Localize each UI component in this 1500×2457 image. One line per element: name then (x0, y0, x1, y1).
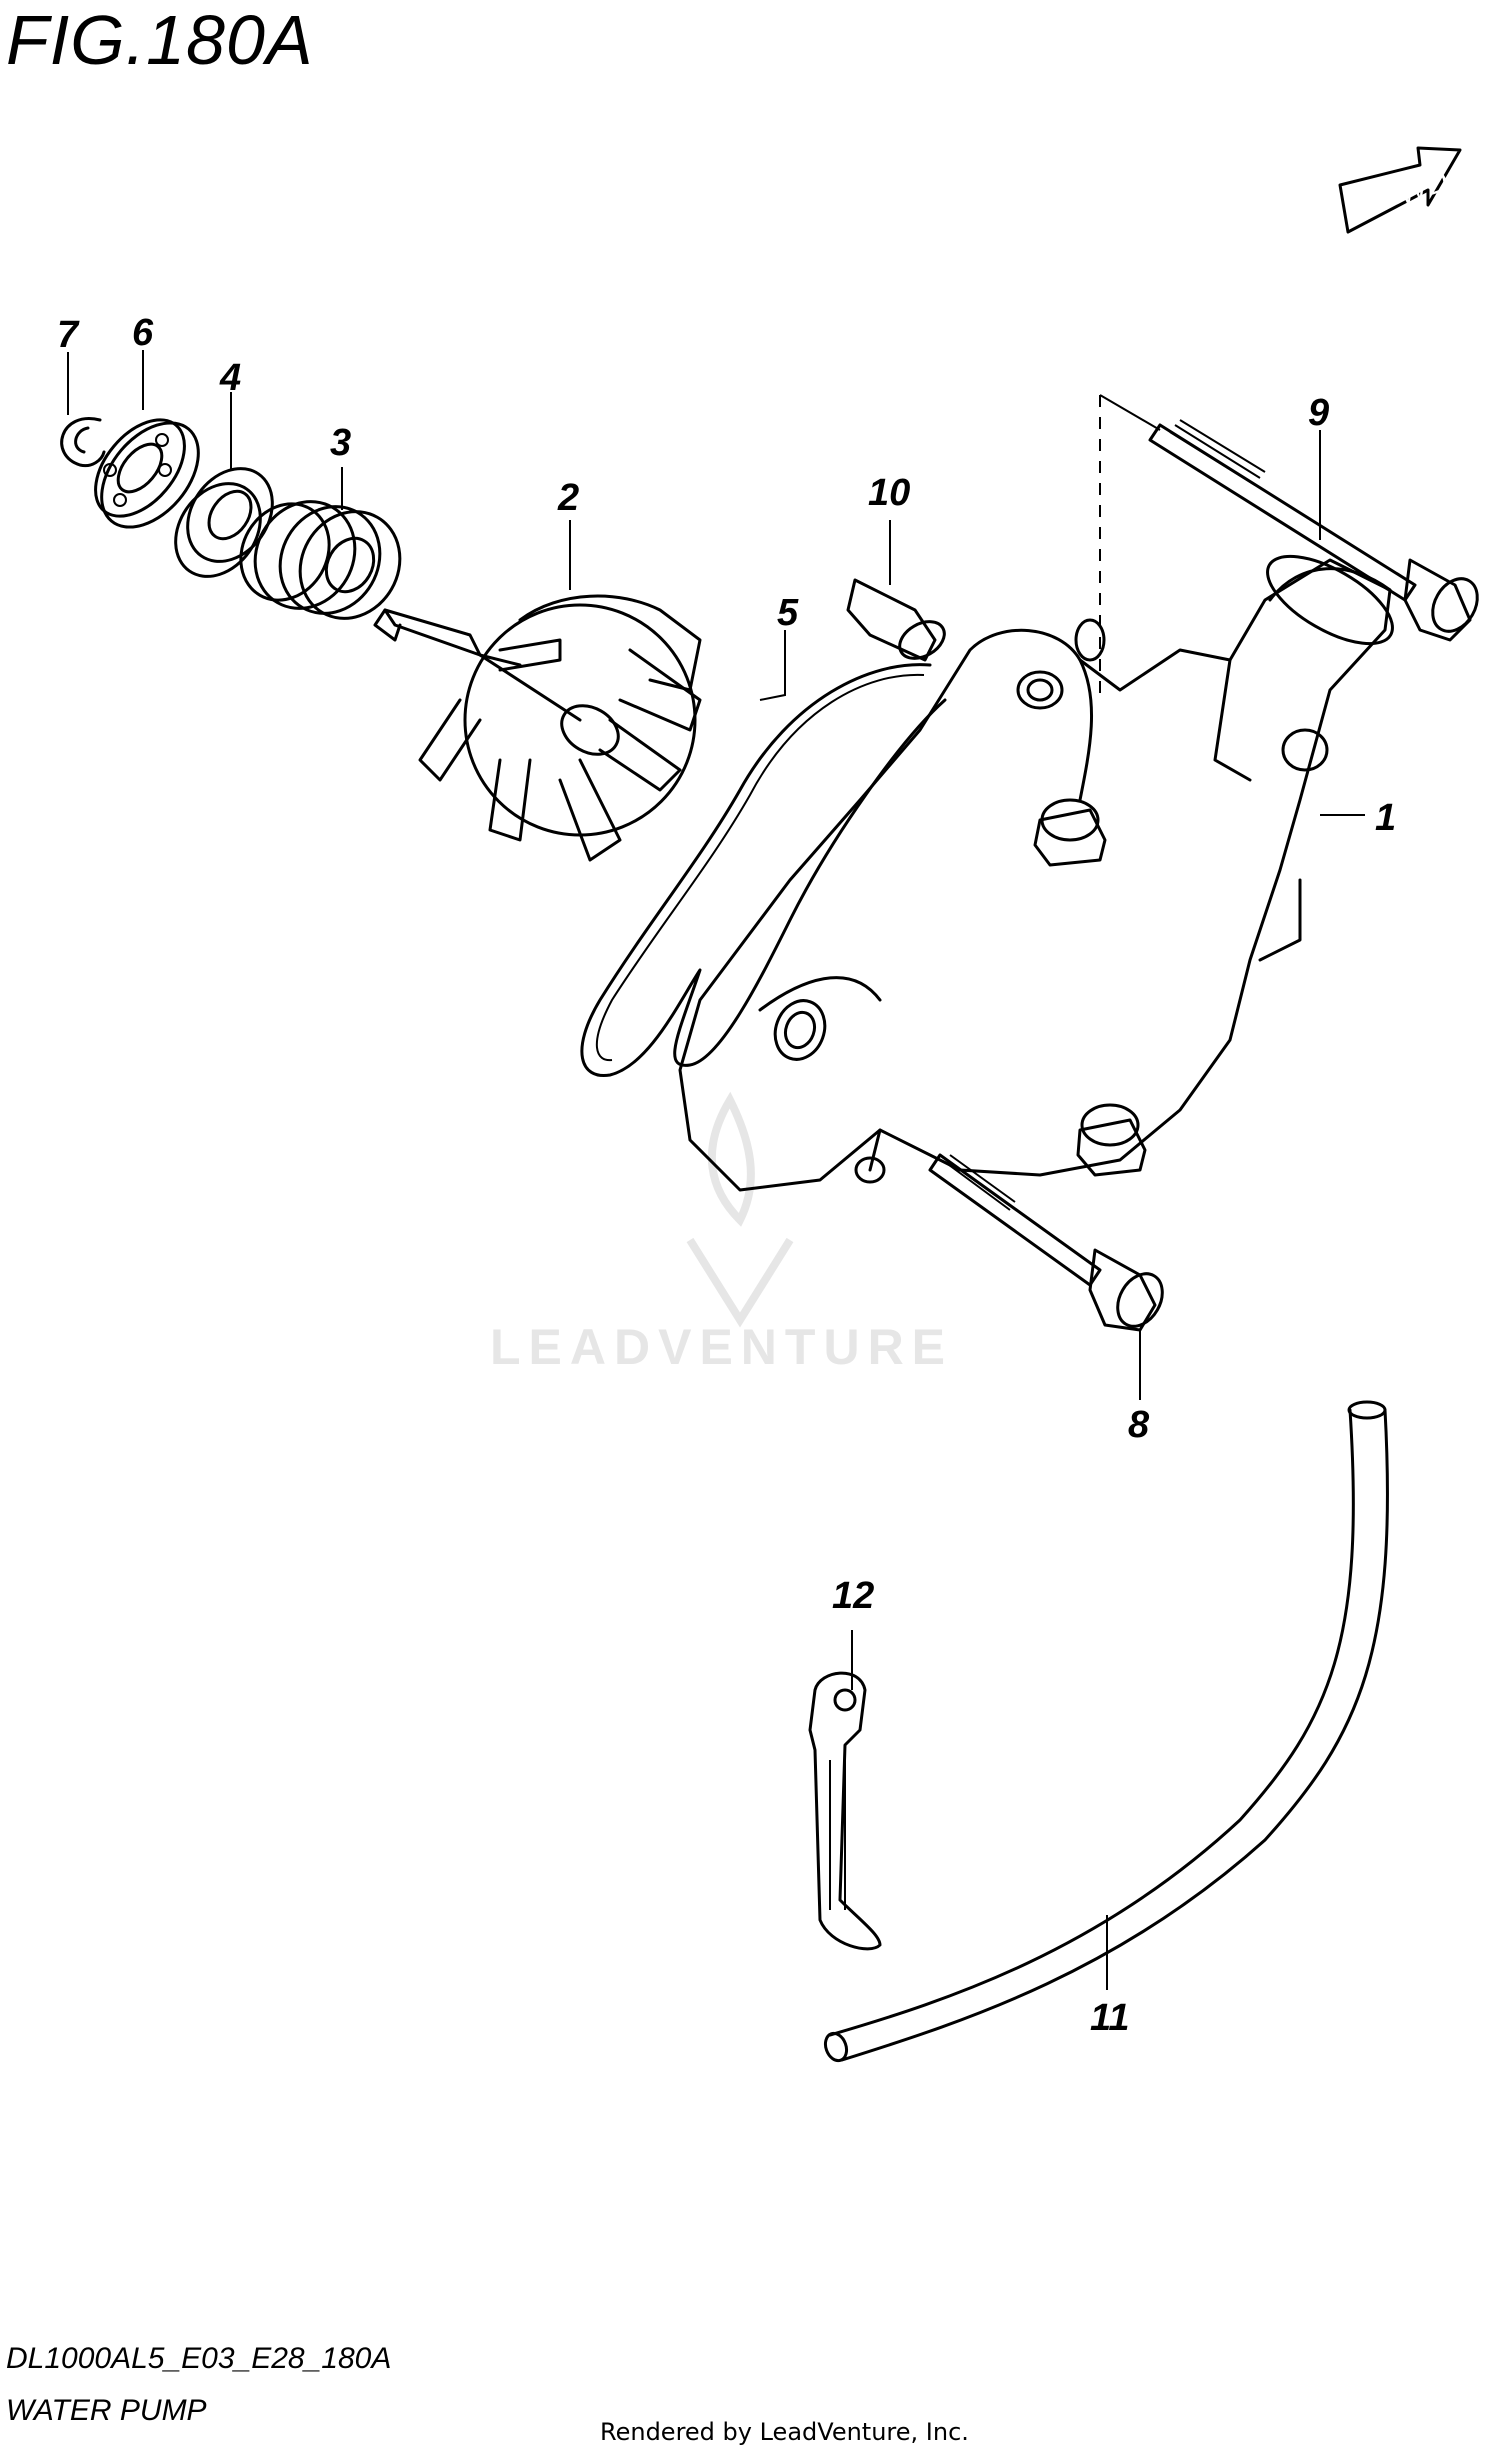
callout-4: 4 (219, 357, 241, 399)
watermark-logo-icon (686, 1091, 794, 1328)
callout-12: 12 (832, 1575, 874, 1617)
mechanical-seal-part (239, 500, 402, 620)
figure-code: DL1000AL5_E03_E28_180A (6, 2342, 392, 2375)
callout-10: 10 (868, 472, 910, 514)
bearing-part (94, 418, 200, 529)
figure-title: FIG.180A (6, 1, 314, 79)
callout-2: 2 (557, 477, 579, 519)
render-credit: Rendered by LeadVenture, Inc. (600, 2418, 969, 2446)
bolt-short-part (928, 1153, 1164, 1332)
leader-lines (67, 350, 1365, 1990)
bolt-long-part (1148, 419, 1479, 642)
watermark-text: LEADVENTURE (490, 1319, 954, 1375)
callout-labels: 1 2 3 4 5 6 7 8 9 10 11 12 (57, 312, 1396, 2039)
oil-seal-part (174, 467, 274, 578)
callout-3: 3 (330, 422, 351, 464)
callout-11: 11 (1090, 1997, 1129, 2039)
callout-1: 1 (1375, 797, 1396, 839)
callout-7: 7 (57, 314, 80, 356)
fwd-arrow-icon: FWD (1338, 146, 1462, 234)
callout-8: 8 (1128, 1404, 1150, 1446)
impeller-part (373, 594, 702, 862)
pump-housing-part (678, 554, 1394, 1192)
figure-name: WATER PUMP (6, 2394, 207, 2427)
callout-5: 5 (777, 592, 799, 634)
circlip-part (60, 417, 106, 468)
callout-6: 6 (132, 312, 154, 354)
clamp-part (808, 1671, 882, 1951)
dowel-pin-part (846, 578, 946, 662)
hose-part (823, 1400, 1389, 2063)
o-ring-part (580, 663, 947, 1078)
callout-9: 9 (1308, 392, 1329, 434)
